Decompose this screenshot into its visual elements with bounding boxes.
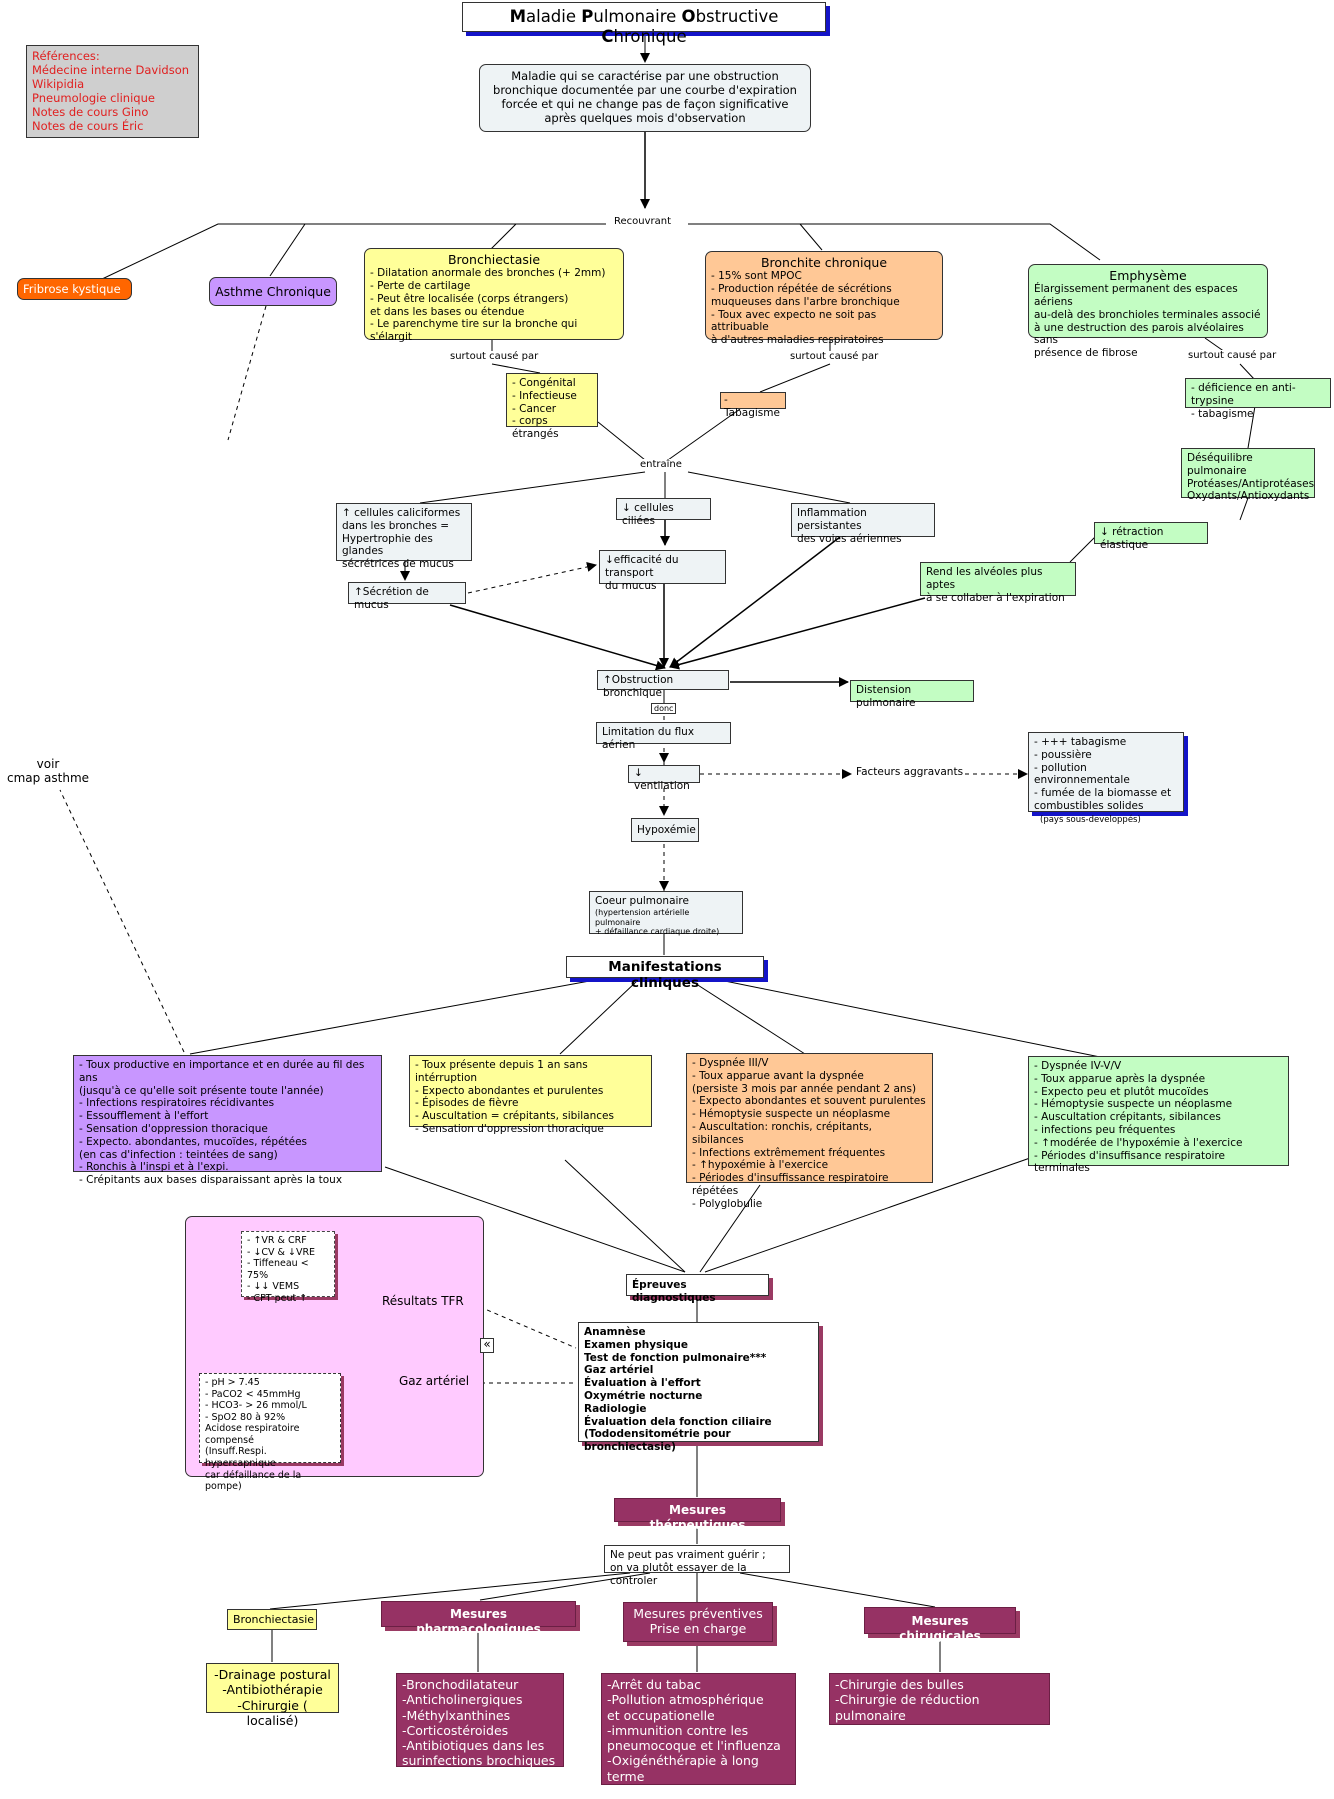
manifestations-asthme: - Toux productive en importance et en du… xyxy=(73,1055,382,1186)
mesures-therapeutiques-node: Mesures thérpeutiques xyxy=(614,1498,781,1532)
reference-item: Médecine interne Davidson xyxy=(32,63,190,78)
distension-pulmonaire-node: Distension pulmonaire xyxy=(850,680,974,709)
diagnostic-details-panel: - ↑VR & CRF - ↓CV & ↓VRE - Tiffeneau < 7… xyxy=(185,1216,484,1492)
mesures-preventives-node: Mesures préventives Prise en charge xyxy=(623,1602,773,1642)
chirurgicales-list: -Chirurgie des bulles -Chirurgie de rédu… xyxy=(829,1673,1050,1738)
efficacite-transport-node: ↓efficacité du transport du mucus xyxy=(599,550,726,592)
cellules-caliciformes-node: ↑ cellules caliciformes dans les bronche… xyxy=(336,503,472,570)
bronchiectasie-treatment-list: -Drainage postural -Antibiothérapie -Chi… xyxy=(206,1663,339,1728)
inflammation-node: Inflammation persistantes des voies aéri… xyxy=(791,503,935,545)
manifestations-bronchiectasie: - Toux présente depuis 1 an sans intérru… xyxy=(409,1055,652,1135)
manifestations-bronchite: - Dyspnée III/V - Toux apparue avant la … xyxy=(686,1053,933,1210)
facteurs-aggravants-list: - +++ tabagisme - poussière - pollution … xyxy=(1028,732,1184,825)
collapse-toggle[interactable]: « xyxy=(480,1338,494,1353)
surtout-cause-par-label: surtout causé par xyxy=(1186,350,1279,361)
reference-item: Wikipidia xyxy=(32,77,85,92)
asthme-chronique-node[interactable]: Asthme Chronique xyxy=(209,277,337,306)
epreuves-diagnostiques-node: Épreuves diagnostiques xyxy=(626,1274,769,1304)
title-letter-p: P xyxy=(581,7,594,26)
definition-box: Maladie qui se caractérise par une obstr… xyxy=(479,64,811,132)
bronchite-chronique-node: Bronchite chronique - 15% sont MPOC - Pr… xyxy=(705,251,943,346)
obstruction-bronchique-node: ↑Obstruction bronchique xyxy=(597,670,729,699)
coeur-pulmonaire-node: Coeur pulmonaire (hypertension artériell… xyxy=(589,891,743,937)
surtout-cause-par-label: surtout causé par xyxy=(448,351,541,362)
title-letter-o: O xyxy=(681,7,696,26)
surtout-cause-par-label: surtout causé par xyxy=(788,351,881,362)
coeur-label: Coeur pulmonaire xyxy=(595,895,689,907)
title-letter-m: M xyxy=(509,7,526,26)
pharmaco-list: -Bronchodilatateur -Anticholinergiques -… xyxy=(396,1673,564,1768)
bronchiectasie-treatment-node: Bronchiectasie xyxy=(227,1609,317,1630)
facteurs-items: - +++ tabagisme - poussière - pollution … xyxy=(1034,736,1172,812)
reference-item: Notes de cours Gino xyxy=(32,105,149,120)
fibrose-label: Fribrose kystique xyxy=(23,282,121,296)
references-heading: Références: xyxy=(32,49,100,63)
title-part-1: aladie xyxy=(526,7,582,26)
resultats-tfr-label: Résultats TFR xyxy=(382,1294,464,1308)
title-part-3: bstructive xyxy=(695,7,779,26)
cellules-ciliees-node: ↓ cellules ciliées xyxy=(616,498,711,527)
references-box: Références: Médecine interne Davidson Wi… xyxy=(26,45,199,138)
secretion-mucus-node: ↑Sécrétion de mucus xyxy=(348,582,466,611)
hypoxemie-node: Hypoxémie xyxy=(631,818,699,842)
emphyseme-items: Élargissement permanent des espaces aéri… xyxy=(1034,283,1261,360)
bronchite-title: Bronchite chronique xyxy=(760,255,888,270)
mesures-pharmacologiques-node: Mesures pharmacologiques xyxy=(381,1601,576,1636)
coeur-note: (hypertension artérielle pulmonaire + dé… xyxy=(595,907,720,937)
facteurs-aggravants-label: Facteurs aggravants xyxy=(854,766,966,778)
retraction-elastique-node: ↓ rétraction élastique xyxy=(1094,522,1208,551)
fibrose-kystique-node[interactable]: Fribrose kystique xyxy=(17,278,132,300)
limitation-flux-node: Limitation du flux aérien xyxy=(596,722,731,751)
desequilibre-node: Déséquilibre pulmonaire Protéases/Antipr… xyxy=(1181,448,1315,502)
emphyseme-causes: - déficience en anti-trypsine - tabagism… xyxy=(1185,378,1331,420)
entraine-label: entraîne xyxy=(638,459,684,470)
gaz-values: - pH > 7.45 - PaCO2 < 45mmHg - HCO3- > 2… xyxy=(199,1373,341,1492)
ventilation-node: ↓ ventilation xyxy=(628,765,700,792)
recouvrant-label: Recouvrant xyxy=(612,216,674,227)
manifestations-emphyseme: - Dyspnée IV-V/V - Toux apparue après la… xyxy=(1028,1056,1289,1174)
facteurs-note: (pays sous-developpés) xyxy=(1040,814,1141,825)
emphyseme-node: Emphysème Élargissement permanent des es… xyxy=(1028,264,1268,359)
bronchiectasie-causes: - Congénital - Infectieuse - Cancer - co… xyxy=(506,373,598,440)
tabagisme-cause: -Tabagisme xyxy=(720,392,786,419)
manifestations-cliniques-title: Manifestations cliniques xyxy=(566,956,764,991)
emphyseme-title: Emphysème xyxy=(1109,268,1187,283)
definition-text: Maladie qui se caractérise par une obstr… xyxy=(493,69,797,126)
bronchite-items: - 15% sont MPOC - Production répétée de … xyxy=(711,270,900,347)
bronchiectasie-items: - Dilatation anormale des bronches (+ 2m… xyxy=(370,267,606,344)
title-part-2: ulmonaire xyxy=(593,7,682,26)
reference-item: Notes de cours Éric xyxy=(32,119,144,134)
asthme-label: Asthme Chronique xyxy=(215,284,331,299)
preventives-list: -Arrêt du tabac -Pollution atmosphérique… xyxy=(601,1673,796,1799)
bronchiectasie-node: Bronchiectasie - Dilatation anormale des… xyxy=(364,248,624,343)
title-letter-c: C xyxy=(601,27,614,47)
donc-label: donc xyxy=(651,703,676,714)
reference-item: Pneumologie clinique xyxy=(32,91,155,106)
bronchiectasie-title: Bronchiectasie xyxy=(447,252,541,267)
tfr-values: - ↑VR & CRF - ↓CV & ↓VRE - Tiffeneau < 7… xyxy=(241,1231,335,1304)
title-part-4: hronique xyxy=(613,27,687,47)
guerir-note: Ne peut pas vraiment guérir ; on va plut… xyxy=(604,1545,790,1587)
gaz-arteriel-label: Gaz artériel xyxy=(399,1374,470,1388)
epreuves-list: Anamnèse Examen physique Test de fonctio… xyxy=(578,1322,819,1453)
page-title: Maladie Pulmonaire Obstructive Chronique xyxy=(462,2,826,46)
mesures-chirurgicales-node: Mesures chirugicales xyxy=(864,1607,1016,1643)
alveoles-collaber-node: Rend les alvéoles plus aptes à se collab… xyxy=(920,562,1076,604)
voir-asthme-link[interactable]: voir cmap asthme xyxy=(4,757,92,785)
